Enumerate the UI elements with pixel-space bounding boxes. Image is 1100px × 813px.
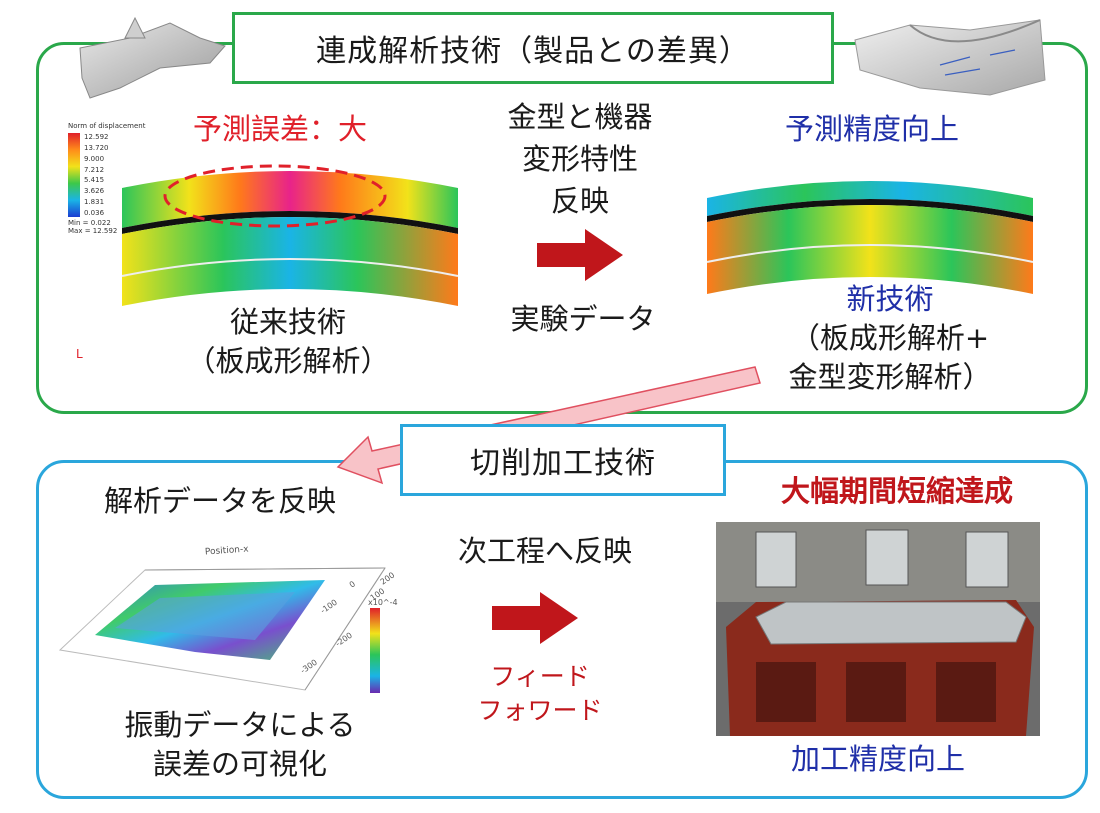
part-image-left	[79, 16, 226, 99]
legend-values-line: 5.415	[84, 176, 105, 185]
vibration-plot	[58, 567, 386, 693]
part-image-right	[854, 19, 1046, 96]
legend-values-line: 7.212	[84, 165, 105, 174]
legend-max-line: Min = 0.022	[68, 219, 111, 227]
old-lines-line: （板成形解析）	[186, 344, 390, 379]
ff-lines-line: フィード	[490, 662, 590, 691]
machining-precision-label: 加工精度向上	[790, 742, 965, 776]
legend-values-line: 9.000	[84, 154, 105, 163]
feedforward-label: フィードフォワード	[440, 660, 640, 728]
old-technology-label: 従来技術 （板成形解析）	[168, 303, 408, 381]
new-lines-line: 金型変形解析）	[788, 360, 992, 395]
center-lines-line: 金型と機器	[507, 100, 653, 134]
new-analysis-heatmap	[706, 181, 1034, 294]
experiment-data-label: 実験データ	[510, 302, 656, 336]
legend-colorbar	[68, 133, 80, 217]
ff-lines-line: フォワード	[477, 695, 603, 725]
vib-lines-line: 振動データによる	[124, 708, 356, 742]
prediction-error-label: 予測誤差：大	[192, 112, 367, 146]
small-mark: L	[76, 347, 83, 361]
old-lines-line: 従来技術	[229, 305, 346, 339]
legend-values-line: 13.720	[84, 143, 109, 152]
old-analysis-heatmap	[121, 171, 459, 306]
analysis-data-label: 解析データを反映	[103, 484, 336, 518]
new-technology-label: 新技術 （板成形解析+ 金型変形解析）	[770, 280, 1010, 397]
vib-lines-line: 誤差の可視化	[152, 747, 327, 782]
machined-part-photo	[716, 522, 1040, 736]
bottom-arrow	[492, 592, 578, 644]
legend-title: Norm of displacement	[68, 122, 146, 130]
prediction-accuracy-label: 予測精度向上	[784, 112, 959, 146]
next-process-label: 次工程へ反映	[457, 534, 632, 568]
top-arrow	[537, 229, 623, 281]
center-lines-line: 反映	[550, 184, 609, 219]
legend-values-line: 12.592	[84, 133, 109, 141]
legend-max-line: Max = 12.592	[68, 227, 118, 235]
vibration-visualization-label: 振動データによる誤差の可視化	[80, 706, 400, 784]
period-reduction-label: 大幅期間短縮達成	[780, 474, 1013, 508]
error-region-ellipse	[163, 164, 387, 228]
plot-colorbar-title: x10^-4	[368, 598, 398, 607]
legend-values-line: 3.626	[84, 187, 105, 196]
center-lines-line: 変形特性	[521, 142, 638, 177]
machining-title-text: 切削加工技術	[470, 446, 656, 481]
new-lines-line: （板成形解析+	[790, 321, 990, 356]
machining-title: 切削加工技術	[400, 424, 726, 496]
legend-values-line: 0.036	[84, 208, 105, 217]
displacement-legend: Norm of displacement 12.592 13.720 9.000 7.…	[68, 122, 146, 242]
coupled-analysis-title-text: 連成解析技術（製品との差異）	[316, 34, 750, 69]
legend-values-line: 1.831	[84, 198, 105, 207]
mold-deformation-text: 金型と機器変形特性反映	[470, 96, 690, 222]
coupled-analysis-title: 連成解析技術（製品との差異）	[232, 12, 834, 84]
new-lines-line: 新技術	[846, 282, 934, 316]
